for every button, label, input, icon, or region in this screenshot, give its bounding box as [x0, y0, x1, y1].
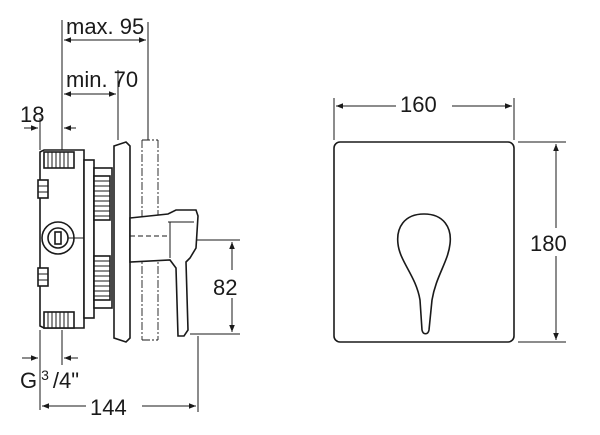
- dimension-plate-width: 160: [333, 90, 515, 140]
- dimension-offset: 18: [20, 102, 76, 150]
- dimension-total-depth-label: 144: [90, 395, 127, 420]
- dimension-max-depth-label: max. 95: [66, 14, 144, 39]
- side-view: max. 95 min. 70 18: [20, 14, 250, 420]
- dimension-thread-label: G: [20, 368, 37, 393]
- dimension-thread: G 3 /4": [20, 330, 79, 410]
- dimension-min-depth-label: min. 70: [66, 67, 138, 92]
- dimension-handle-height: 82: [190, 239, 250, 335]
- dimension-plate-height-label: 180: [530, 231, 567, 256]
- dimension-total-depth: 144: [42, 336, 199, 420]
- dimension-thread-sup: 3: [41, 367, 49, 383]
- dimension-plate-width-label: 160: [400, 92, 437, 117]
- dimension-offset-label: 18: [20, 102, 44, 127]
- dimension-thread-sub: /4": [53, 368, 79, 393]
- threaded-sleeves: [93, 175, 111, 301]
- handle-front: [396, 213, 452, 335]
- dimension-min-depth: min. 70: [64, 67, 138, 140]
- svg-text:G 3 /4": G 3 /4": [20, 367, 79, 393]
- dimension-plate-height: 180: [518, 141, 584, 343]
- dimension-max-depth: max. 95: [61, 14, 149, 150]
- cover-plate-profile: [113, 141, 131, 343]
- handle-profile: [129, 209, 199, 337]
- dimension-handle-height-label: 82: [213, 275, 237, 300]
- front-view: 160 180: [333, 90, 584, 343]
